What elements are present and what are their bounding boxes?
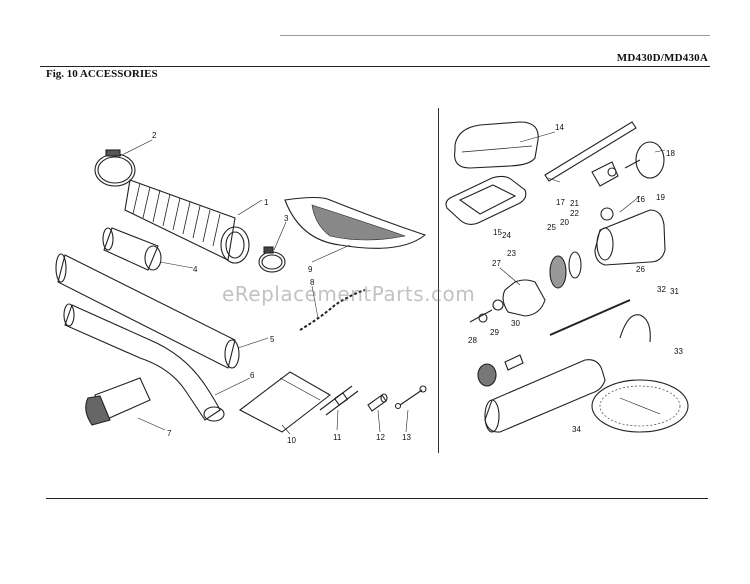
leader-lines [119, 131, 666, 435]
part-housing [594, 207, 666, 266]
part-small-screws [469, 299, 504, 323]
callout-5: 5 [270, 335, 275, 344]
callout-20: 20 [560, 218, 569, 227]
callout-31: 31 [670, 287, 679, 296]
part-roller [477, 354, 524, 387]
watermark-text: eReplacementParts.com [222, 282, 476, 306]
callout-7: 7 [167, 429, 172, 438]
part-bolt [394, 385, 427, 410]
callout-13: 13 [402, 433, 411, 442]
section-divider [438, 108, 439, 453]
figure-title: Fig. 10 ACCESSORIES [46, 68, 158, 80]
part-chain [299, 289, 366, 331]
callout-6: 6 [250, 371, 255, 380]
callout-17: 17 [556, 198, 565, 207]
part-flex-hose [124, 179, 250, 264]
part-curved-pipe [63, 303, 225, 422]
part-fitting [591, 161, 619, 187]
header-rule [40, 66, 710, 67]
part-round-screen [591, 379, 689, 433]
part-hose-clamp-small [258, 246, 286, 273]
part-elbow [502, 279, 546, 317]
callout-10: 10 [287, 436, 296, 445]
callout-21: 21 [570, 199, 579, 208]
part-gasket [445, 175, 527, 226]
part-rings [549, 251, 582, 289]
callout-18: 18 [666, 149, 675, 158]
callout-23: 23 [507, 249, 516, 258]
part-hose-clamp-large [94, 149, 136, 187]
part-rod [544, 121, 637, 182]
callout-1: 1 [264, 198, 269, 207]
part-sheet-bag [238, 371, 331, 433]
callout-27: 27 [492, 259, 501, 268]
callout-16: 16 [636, 195, 645, 204]
callout-28: 28 [468, 336, 477, 345]
callout-22: 22 [570, 209, 579, 218]
callout-34: 34 [572, 425, 581, 434]
top-faint-rule [280, 35, 710, 36]
part-cover [454, 121, 539, 169]
model-number: MD430D/MD430A [616, 52, 708, 64]
callout-11: 11 [333, 433, 342, 442]
part-nozzle-scoop [284, 196, 427, 249]
callout-14: 14 [555, 123, 564, 132]
callout-12: 12 [376, 433, 385, 442]
part-end-nozzle [85, 377, 151, 426]
part-long-pipe [55, 253, 240, 369]
callout-2: 2 [152, 131, 157, 140]
footer-rule [46, 498, 708, 499]
callout-9: 9 [308, 265, 313, 274]
part-clamp-ring [624, 141, 665, 179]
part-bushing [367, 393, 388, 412]
part-short-pipe [102, 227, 162, 271]
callout-24: 24 [502, 231, 511, 240]
part-long-tube [484, 359, 606, 433]
callout-numbers: 2 1 3 4 5 6 7 8 9 10 11 12 13 14 15 16 1… [152, 123, 683, 445]
callout-32: 32 [657, 285, 666, 294]
callout-25: 25 [547, 223, 556, 232]
part-bracket [619, 314, 651, 343]
callout-15: 15 [493, 228, 502, 237]
callout-19: 19 [656, 193, 665, 202]
callout-3: 3 [284, 214, 289, 223]
callout-26: 26 [636, 265, 645, 274]
callout-33: 33 [674, 347, 683, 356]
callout-29: 29 [490, 328, 499, 337]
callout-30: 30 [511, 319, 520, 328]
part-pins [319, 385, 359, 416]
callout-8: 8 [310, 278, 315, 287]
callout-4: 4 [193, 265, 198, 274]
part-shaft [549, 299, 631, 336]
